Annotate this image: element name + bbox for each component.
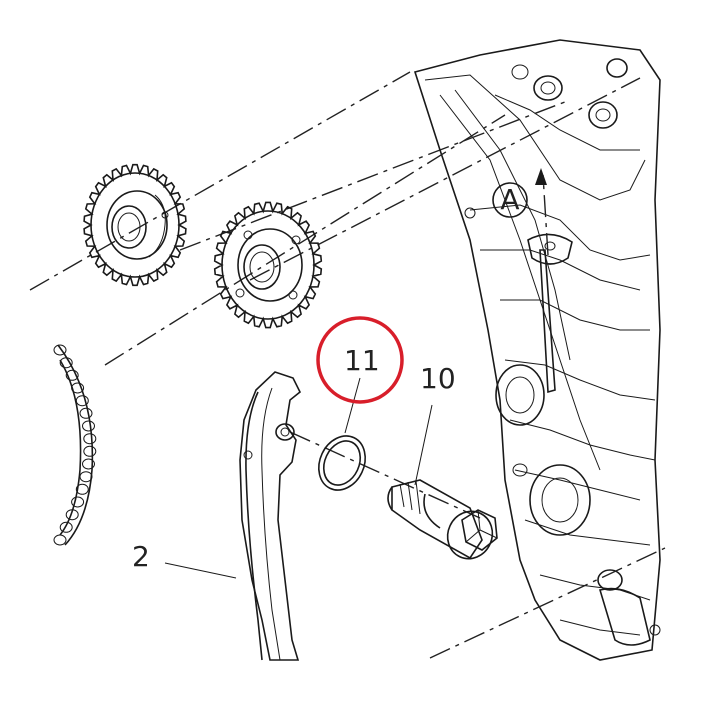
chain-link: [59, 521, 73, 533]
view-marker-a: A: [492, 168, 547, 218]
chain-link: [65, 369, 79, 381]
chain-link: [65, 509, 79, 521]
chain-link: [53, 344, 67, 356]
camshaft-sprocket-right: [213, 201, 323, 329]
timing-chain: [53, 344, 97, 546]
chain-link: [71, 496, 85, 508]
callout-10: 10: [420, 362, 456, 395]
assembly-axes: [29, 71, 666, 659]
chain-link: [59, 357, 73, 369]
chain-link: [83, 433, 97, 445]
callout-a: A: [500, 183, 519, 216]
callout-11: 11: [344, 344, 380, 377]
chain-link: [82, 458, 95, 470]
camshaft-sprocket-left: [83, 163, 187, 287]
o-ring: [318, 435, 366, 491]
chain-link: [75, 395, 89, 407]
chain-link: [79, 407, 93, 419]
chain-link: [71, 382, 85, 394]
chain-tensioner: [387, 479, 498, 560]
leader-lines: [164, 377, 433, 579]
chain-link: [79, 471, 93, 483]
sprocket-teeth: [83, 163, 187, 287]
chain-guide-rail: [239, 371, 302, 661]
sprocket-teeth: [213, 201, 323, 329]
callout-2: 2: [132, 540, 150, 573]
chain-link: [82, 420, 95, 432]
highlight-circle: [316, 316, 404, 404]
engine-casing: [413, 39, 661, 661]
chain-link: [53, 534, 67, 546]
chain-link: [83, 445, 97, 457]
chain-link: [75, 483, 89, 495]
